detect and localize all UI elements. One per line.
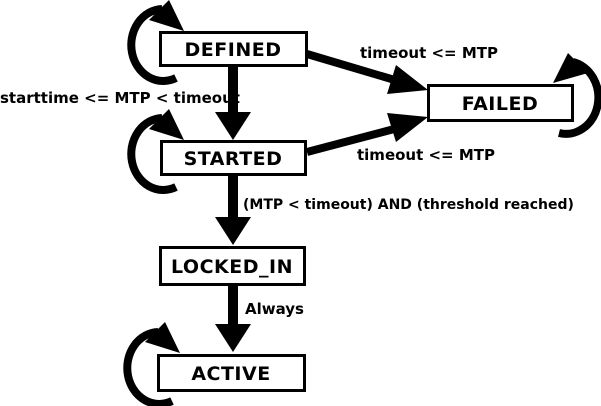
arrow-started-to-failed-line xyxy=(305,124,400,156)
label-started-to-failed: timeout <= MTP xyxy=(357,146,495,164)
label-started-to-locked-in: (MTP < timeout) AND (threshold reached) xyxy=(243,197,574,213)
arrow-defined-to-failed xyxy=(305,50,428,94)
arrow-defined-to-failed-line xyxy=(305,50,400,85)
state-locked-in: LOCKED_IN xyxy=(159,246,306,286)
state-failed-label: FAILED xyxy=(462,93,538,115)
arrow-started-to-failed-arrowhead-icon xyxy=(387,113,428,142)
state-defined-label: DEFINED xyxy=(185,39,282,61)
arrow-started-to-failed xyxy=(305,113,428,156)
self-loop-started xyxy=(127,109,184,194)
arrow-locked-in-to-active xyxy=(215,285,251,352)
arrow-defined-to-started xyxy=(215,66,251,140)
state-active-label: ACTIVE xyxy=(191,363,270,385)
self-loop-started-arc xyxy=(127,114,178,194)
state-locked-in-box xyxy=(159,246,306,286)
self-loop-active-arc xyxy=(123,328,174,406)
arrow-defined-to-failed-arrowhead-icon xyxy=(387,65,428,94)
state-locked-in-label: LOCKED_IN xyxy=(171,256,293,278)
self-loop-active xyxy=(123,322,180,406)
state-active-box xyxy=(157,354,306,392)
self-loop-defined xyxy=(127,0,184,85)
arrow-started-to-locked-in-shape xyxy=(215,175,251,245)
label-defined-to-started: starttime <= MTP < timeout xyxy=(0,89,240,107)
self-loop-started-arrowhead-icon xyxy=(149,109,184,140)
arrow-started-to-locked-in xyxy=(215,175,251,245)
label-defined-to-failed: timeout <= MTP xyxy=(360,44,498,62)
state-started-box xyxy=(160,140,307,176)
self-loop-active-arrowhead-icon xyxy=(145,322,180,353)
state-started-label: STARTED xyxy=(184,148,283,170)
state-failed-box xyxy=(427,84,574,122)
arrow-defined-to-started-shape xyxy=(215,66,251,140)
self-loop-failed-arc xyxy=(558,58,601,138)
state-started: STARTED xyxy=(160,140,307,176)
self-loop-defined-arc xyxy=(127,5,178,85)
arrow-locked-in-to-active-shape xyxy=(215,285,251,352)
state-failed: FAILED xyxy=(427,84,574,122)
self-loop-defined-arrowhead-icon xyxy=(149,0,184,31)
state-defined-box xyxy=(159,31,308,67)
state-active: ACTIVE xyxy=(157,354,306,392)
self-loop-failed xyxy=(553,53,601,138)
state-defined: DEFINED xyxy=(159,31,308,67)
label-locked-in-to-active: Always xyxy=(245,300,304,318)
self-loop-failed-arrowhead-icon xyxy=(553,53,588,83)
